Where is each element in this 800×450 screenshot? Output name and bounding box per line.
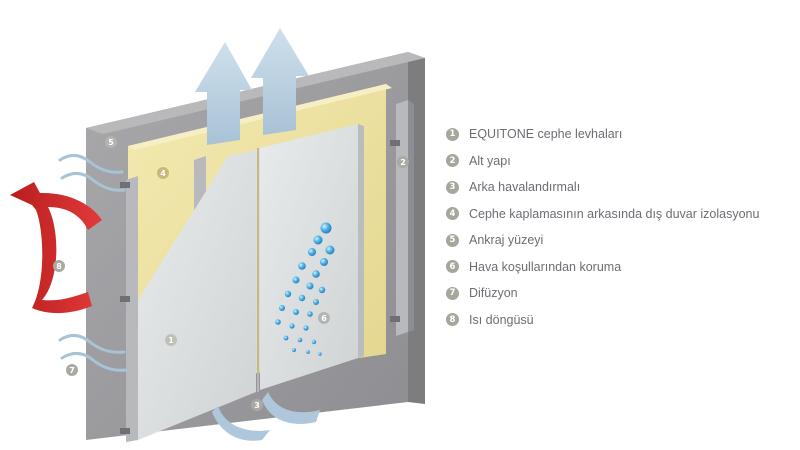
water-drop xyxy=(275,319,281,325)
legend-text: EQUITONE cephe levhaları xyxy=(469,127,623,142)
water-drop xyxy=(308,248,316,256)
legend-text: Ankraj yüzeyi xyxy=(469,233,544,248)
callout-badge-5: 5 xyxy=(105,136,117,148)
water-drop xyxy=(313,235,323,245)
water-drops xyxy=(275,222,335,356)
legend-number: 1 xyxy=(446,127,459,141)
legend-item: 7 Difüzyon xyxy=(446,280,759,307)
legend-text: Cephe kaplamasının arkasında dış duvar i… xyxy=(469,206,760,221)
water-drop xyxy=(292,348,296,352)
legend-number: 5 xyxy=(446,233,459,247)
water-drop xyxy=(297,337,303,343)
legend-text: Isı döngüsü xyxy=(469,312,534,327)
callout-label-6: 6 xyxy=(321,314,327,323)
water-drop xyxy=(293,309,299,315)
water-drop xyxy=(298,294,306,302)
callout-badge-7: 7 xyxy=(66,364,78,376)
legend-number: 6 xyxy=(446,260,459,274)
legend-item: 5 Ankraj yüzeyi xyxy=(446,227,759,254)
legend-item: 3 Arka havalandırmalı xyxy=(446,174,759,201)
water-drop xyxy=(298,262,306,270)
ventilation-arrows-bottom xyxy=(212,392,320,441)
water-drop xyxy=(320,258,328,266)
water-drop xyxy=(306,282,314,290)
water-drop xyxy=(318,286,326,294)
water-drop xyxy=(312,270,320,278)
legend-item: 1 EQUITONE cephe levhaları xyxy=(446,121,759,148)
legend-text: Alt yapı xyxy=(469,153,511,168)
callout-label-5: 5 xyxy=(108,138,114,147)
callout-badge-3: 3 xyxy=(251,399,263,411)
callout-label-3: 3 xyxy=(254,401,260,410)
callout-badge-6: 6 xyxy=(318,312,330,324)
legend-text: Arka havalandırmalı xyxy=(469,180,581,195)
callout-label-8: 8 xyxy=(56,262,62,271)
legend-item: 8 Isı döngüsü xyxy=(446,307,759,334)
diffusion-arrows xyxy=(58,154,128,372)
water-drop xyxy=(318,352,322,356)
legend-number: 2 xyxy=(446,154,459,168)
water-drop xyxy=(284,290,292,298)
callout-label-2: 2 xyxy=(400,158,406,167)
callout-badge-4: 4 xyxy=(157,167,169,179)
callout-badge-2: 2 xyxy=(397,156,409,168)
legend-number: 7 xyxy=(446,286,459,300)
water-drop xyxy=(292,276,300,284)
legend-list: 1 EQUITONE cephe levhaları 2 Alt yapı 3 Ark… xyxy=(446,121,759,333)
callout-badge-1: 1 xyxy=(165,334,177,346)
callout-badge-8: 8 xyxy=(53,260,65,272)
facade-panels xyxy=(138,124,364,440)
callout-label-7: 7 xyxy=(69,366,75,375)
legend-text: Hava koşullarından koruma xyxy=(469,259,622,274)
ventilation-arrows-up xyxy=(195,28,309,145)
water-drop xyxy=(311,339,317,345)
callout-label-4: 4 xyxy=(160,169,166,178)
water-drop xyxy=(307,311,313,317)
callout-label-1: 1 xyxy=(168,336,174,345)
legend-item: 4 Cephe kaplamasının arkasında dış duvar … xyxy=(446,201,759,228)
legend-number: 8 xyxy=(446,313,459,327)
legend-text: Difüzyon xyxy=(469,286,518,301)
water-drop xyxy=(279,305,285,311)
water-drop xyxy=(313,299,319,305)
heat-cycle-arrow xyxy=(10,182,102,314)
water-drop xyxy=(306,350,310,354)
legend-number: 3 xyxy=(446,180,459,194)
legend-item: 6 Hava koşullarından koruma xyxy=(446,254,759,281)
water-drop xyxy=(320,222,332,234)
water-drop xyxy=(303,325,309,331)
legend-number: 4 xyxy=(446,207,459,221)
legend-item: 2 Alt yapı xyxy=(446,148,759,175)
water-drop xyxy=(283,335,289,341)
water-drop xyxy=(325,245,335,255)
water-drop xyxy=(289,323,295,329)
